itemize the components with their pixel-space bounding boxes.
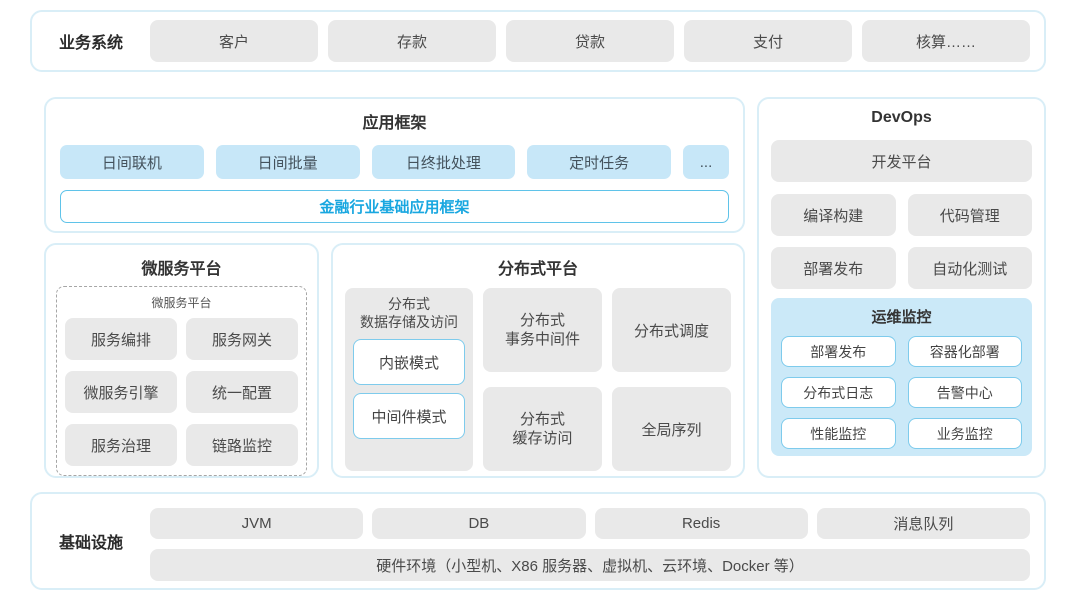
business-item-payment: 支付	[684, 20, 852, 62]
micro-item-gateway: 服务网关	[186, 318, 298, 360]
infra-item-jvm: JVM	[150, 508, 364, 539]
devops-items: 编译构建 代码管理 部署发布 自动化测试	[771, 194, 1032, 289]
app-framework-title: 应用框架	[362, 115, 427, 132]
business-system-label: 业务系统	[58, 35, 123, 52]
distributed-transaction-box: 分布式 事务中间件	[483, 288, 602, 372]
monitor-item-alert-center: 告警中心	[907, 377, 1022, 408]
micro-item-governance: 服务治理	[65, 424, 177, 466]
microservice-items: 服务编排 服务网关 微服务引擎 统一配置 服务治理 链路监控	[65, 318, 298, 466]
storage-mode-middleware: 中间件模式	[353, 393, 465, 440]
distributed-section: 分布式平台 分布式 数据存储及访问 内嵌模式 中间件模式 分布式 事务中间件 分…	[331, 243, 745, 478]
devops-item-auto-test: 自动化测试	[907, 247, 1032, 289]
ops-monitor-items: 部署发布 容器化部署 分布式日志 告警中心 性能监控 业务监控	[781, 336, 1022, 449]
infra-item-db: DB	[372, 508, 586, 539]
distributed-title: 分布式平台	[497, 261, 578, 278]
distributed-scheduler-box: 分布式调度	[612, 288, 731, 372]
storage-mode-embedded: 内嵌模式	[353, 339, 465, 386]
distributed-col-right: 分布式调度 全局序列	[612, 288, 731, 471]
app-item-daytime-online: 日间联机	[60, 145, 204, 179]
devops-item-code-mgmt: 代码管理	[907, 194, 1032, 236]
micro-item-orchestration: 服务编排	[65, 318, 177, 360]
app-item-eod-batch: 日终批处理	[371, 145, 516, 179]
infra-item-redis: Redis	[594, 508, 808, 539]
app-item-daytime-batch: 日间批量	[215, 145, 360, 179]
infrastructure-section: 基础设施 JVM DB Redis 消息队列 硬件环境（小型机、X86 服务器、…	[30, 492, 1046, 590]
infra-item-mq: 消息队列	[816, 508, 1030, 539]
microservice-title: 微服务平台	[141, 261, 222, 278]
monitor-item-distributed-log: 分布式日志	[781, 377, 896, 408]
app-framework-items: 日间联机 日间批量 日终批处理 定时任务 ...	[60, 145, 729, 179]
devops-dev-platform: 开发平台	[771, 140, 1032, 182]
business-system-items: 客户 存款 贷款 支付 核算……	[150, 20, 1030, 62]
infrastructure-content: JVM DB Redis 消息队列 硬件环境（小型机、X86 服务器、虚拟机、云…	[150, 494, 1030, 588]
micro-item-config: 统一配置	[186, 371, 298, 413]
distributed-cache-box: 分布式 缓存访问	[483, 387, 602, 471]
business-system-section: 业务系统 客户 存款 贷款 支付 核算……	[30, 10, 1046, 72]
microservice-inner-title: 微服务平台	[151, 296, 212, 310]
app-item-scheduled-task: 定时任务	[527, 145, 671, 179]
microservice-section: 微服务平台 微服务平台 服务编排 服务网关 微服务引擎 统一配置 服务治理 链路…	[44, 243, 319, 478]
infrastructure-label: 基础设施	[58, 535, 123, 552]
ops-monitor-title: 运维监控	[871, 309, 932, 326]
business-item-customer: 客户	[150, 20, 318, 62]
ops-monitor-panel: 运维监控 部署发布 容器化部署 分布式日志 告警中心 性能监控 业务监控	[771, 298, 1032, 456]
micro-item-engine: 微服务引擎	[65, 371, 177, 413]
hardware-environment-box: 硬件环境（小型机、X86 服务器、虚拟机、云环境、Docker 等）	[150, 549, 1030, 581]
app-framework-section: 应用框架 日间联机 日间批量 日终批处理 定时任务 ... 金融行业基础应用框架	[44, 97, 745, 233]
distributed-col-middle: 分布式 事务中间件 分布式 缓存访问	[483, 288, 602, 471]
business-item-accounting: 核算……	[862, 20, 1030, 62]
distributed-storage-box: 分布式 数据存储及访问 内嵌模式 中间件模式	[345, 288, 473, 471]
microservice-dashed-box: 微服务平台 服务编排 服务网关 微服务引擎 统一配置 服务治理 链路监控	[56, 286, 307, 476]
distributed-content: 分布式 数据存储及访问 内嵌模式 中间件模式 分布式 事务中间件 分布式 缓存访…	[345, 288, 731, 471]
infrastructure-items: JVM DB Redis 消息队列	[150, 508, 1030, 539]
monitor-item-business: 业务监控	[907, 418, 1022, 449]
distributed-storage-label: 分布式 数据存储及访问	[360, 296, 458, 331]
monitor-item-performance: 性能监控	[781, 418, 896, 449]
global-sequence-box: 全局序列	[612, 387, 731, 471]
monitor-item-container-deploy: 容器化部署	[907, 336, 1022, 367]
devops-title: DevOps	[871, 109, 932, 126]
devops-item-deploy: 部署发布	[771, 247, 896, 289]
app-item-more: ...	[683, 145, 729, 179]
micro-item-tracing: 链路监控	[186, 424, 298, 466]
business-item-deposit: 存款	[328, 20, 496, 62]
finance-base-framework: 金融行业基础应用框架	[60, 190, 729, 223]
devops-section: DevOps 开发平台 编译构建 代码管理 部署发布 自动化测试 运维监控 部署…	[757, 97, 1046, 478]
business-item-loan: 贷款	[506, 20, 674, 62]
monitor-item-deploy: 部署发布	[781, 336, 896, 367]
devops-item-build: 编译构建	[771, 194, 896, 236]
